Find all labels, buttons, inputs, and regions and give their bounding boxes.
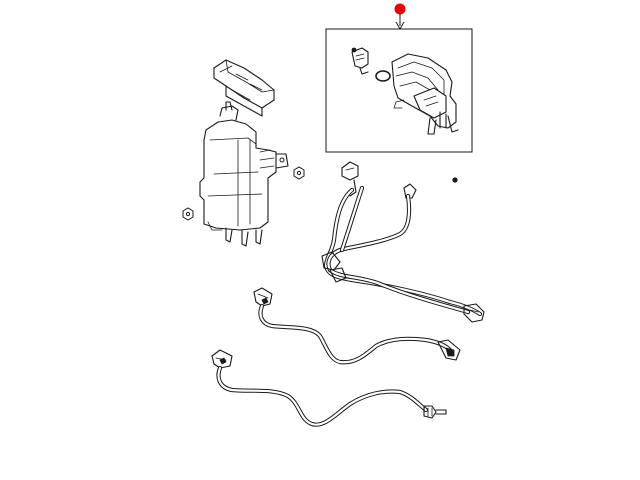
callout-dot[interactable]: [394, 3, 406, 15]
callout-marker[interactable]: [394, 3, 406, 31]
pushpin-fastener[interactable]: [452, 177, 458, 183]
purge-line-upper[interactable]: [253, 287, 461, 365]
nut-fastener-right[interactable]: [293, 166, 305, 180]
connector-fitting[interactable]: [351, 47, 369, 75]
o-ring-icon[interactable]: [375, 70, 391, 82]
nut-fastener-left[interactable]: [182, 207, 194, 221]
vapor-hose-harness[interactable]: [321, 161, 485, 323]
vapor-canister[interactable]: [199, 101, 289, 247]
canister-filter[interactable]: [213, 59, 275, 117]
detail-box: [325, 28, 473, 153]
leak-detection-pump[interactable]: [391, 53, 459, 135]
purge-line-lower[interactable]: [211, 349, 447, 427]
